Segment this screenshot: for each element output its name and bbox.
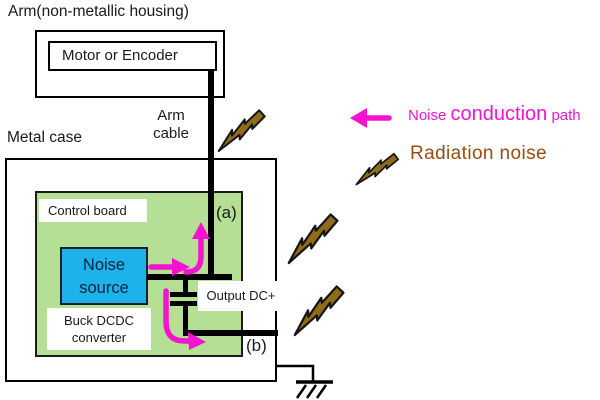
output-dc-label: Output DC+ xyxy=(198,281,284,311)
radiation-bolt-icon-case-upper xyxy=(277,212,344,265)
arm-cable-line xyxy=(208,70,214,279)
point-a-label: (a) xyxy=(216,203,237,222)
capacitor-lead-top xyxy=(182,278,188,293)
legend-left-arrow-icon xyxy=(350,108,392,128)
arm-cable-label: Arm cable xyxy=(140,107,202,142)
dc-rail-top-line xyxy=(147,274,232,280)
legend-conduction-word1: Noise xyxy=(408,107,451,124)
radiation-bolt-icon-case-lower xyxy=(283,284,350,337)
buck-text-line2: converter xyxy=(71,330,127,345)
radiation-bolt-icon-cable xyxy=(210,108,270,152)
legend-radiation-bolt-icon xyxy=(350,152,402,186)
legend-conduction-word2: conduction xyxy=(450,103,548,125)
arm-cable-text-line2: cable xyxy=(153,124,189,142)
control-board-label: Control board xyxy=(39,199,147,222)
capacitor-symbol-plate-top xyxy=(170,292,197,297)
arm-cable-text-line1: Arm xyxy=(157,107,185,124)
noise-source-box: Noise source xyxy=(60,247,148,305)
metal-case-label: Metal case xyxy=(7,129,82,146)
dc-rail-bottom-line xyxy=(182,330,278,336)
arm-housing-title: Arm(non-metallic housing) xyxy=(8,3,189,20)
noise-source-line1: Noise xyxy=(82,256,126,274)
legend-conduction-word3: path xyxy=(547,107,581,124)
motor-encoder-box: Motor or Encoder xyxy=(48,41,217,71)
earth-ground-icon xyxy=(276,364,333,399)
buck-converter-label: Buck DCDC converter xyxy=(47,308,151,350)
point-b-label: (b) xyxy=(246,336,267,355)
motor-encoder-label: Motor or Encoder xyxy=(62,47,178,64)
noise-source-line2: source xyxy=(79,279,129,297)
buck-text-line1: Buck DCDC xyxy=(63,313,135,328)
legend-radiation-label: Radiation noise xyxy=(410,143,547,164)
output-dc-text: Output DC+ xyxy=(206,288,276,303)
capacitor-lead-bottom xyxy=(182,306,188,333)
legend-conduction-label: Noise conduction path xyxy=(408,103,581,126)
control-board-text: Control board xyxy=(48,203,127,218)
